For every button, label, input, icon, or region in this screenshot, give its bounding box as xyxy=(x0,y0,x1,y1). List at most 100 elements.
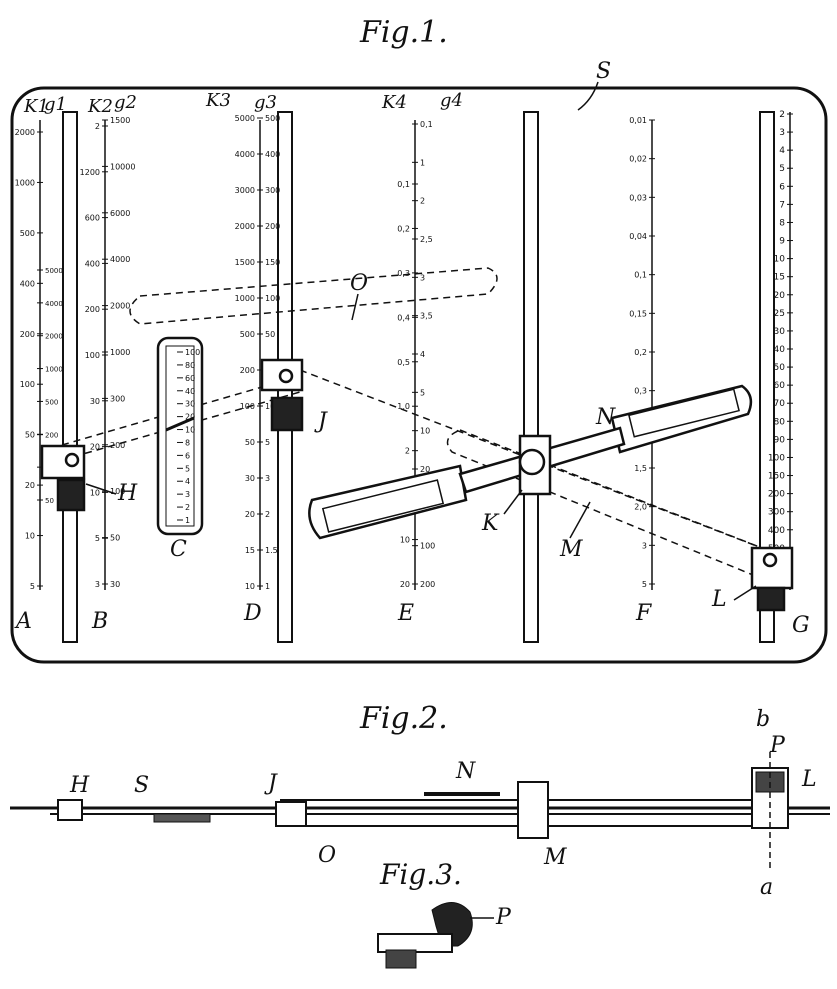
scale-tick-label: 0,4 xyxy=(397,313,410,322)
scale-tick-label: 4000 xyxy=(110,255,130,264)
scale-tick-label: 50 xyxy=(45,497,54,505)
scale-tick-label: 0,2 xyxy=(397,224,410,233)
scale-tick-label: 30 xyxy=(110,580,120,589)
leader-K xyxy=(503,489,523,515)
scale-tick-label: 0,3 xyxy=(634,387,647,396)
label-E: E xyxy=(397,601,414,626)
scale-tick-label: 100 xyxy=(185,348,200,357)
scale-tick-label: 300 xyxy=(768,508,785,518)
scale-tick-label: 20 xyxy=(245,510,255,519)
fig2-caption: Fig.2. xyxy=(359,701,448,736)
scale-tick-label: 3 xyxy=(420,273,425,282)
label-N: N xyxy=(595,405,616,430)
label-L: L xyxy=(711,587,727,612)
scale-tick-label: 20 xyxy=(420,465,430,474)
scale-tick-label: 1,5 xyxy=(634,464,647,473)
scale-tick-label: 150 xyxy=(768,472,785,482)
fig2-label-b: b xyxy=(756,707,770,732)
scale-tick-label: 8 xyxy=(779,218,785,228)
header-g4: g4 xyxy=(440,90,463,111)
scale-tick-label: 1200 xyxy=(80,168,100,177)
leader-M xyxy=(569,501,591,539)
scale-tick-label: 200 xyxy=(240,366,255,375)
fig3-caption: Fig.3. xyxy=(379,858,462,891)
scale-tick-label: 200 xyxy=(420,580,435,589)
scale-tick-label: 70 xyxy=(774,399,786,409)
scale-tick-label: 100 xyxy=(85,351,100,360)
scale-tick-label: 9 xyxy=(779,237,785,247)
scale-tick-label: 6 xyxy=(185,451,190,460)
scale-tick-label: 90 xyxy=(774,435,786,445)
fig2-label-a: a xyxy=(760,875,773,900)
scale-tick-label: 600 xyxy=(85,214,100,223)
label-C: C xyxy=(170,537,187,562)
leader-O xyxy=(351,293,359,321)
scale-tick-label: 3 xyxy=(185,490,190,499)
scale-tick-label: 20 xyxy=(25,481,35,490)
scale-tick-label: 6 xyxy=(779,182,785,192)
scale-tick-label: 2,5 xyxy=(420,235,433,244)
scale-tick-label: 1.5 xyxy=(265,546,278,555)
slider-J xyxy=(260,358,304,432)
scale-tick-label: 0,04 xyxy=(629,232,647,241)
scale-tick-label: 4000 xyxy=(235,150,255,159)
scale-tick-label: 0,01 xyxy=(629,116,647,125)
scale-tick-label: 30 xyxy=(245,474,255,483)
scale-tick-label: 30 xyxy=(774,327,786,337)
scale-tick-label: 3 xyxy=(265,474,270,483)
label-F: F xyxy=(635,601,652,626)
header-k1: K1 xyxy=(23,96,49,117)
scale-tick-label: 1000 xyxy=(235,294,255,303)
scale-tick-label: 400 xyxy=(20,279,35,288)
scale-tick-label: 80 xyxy=(774,417,786,427)
scale-tick-label: 0,3 xyxy=(397,269,410,278)
scale-tick-label: 20 xyxy=(185,413,195,422)
label-O: O xyxy=(350,271,368,296)
scale-tick-label: 500 xyxy=(20,229,35,238)
fig2-label-N: N xyxy=(455,759,476,784)
scale-tick-label: 10 xyxy=(265,402,275,411)
scale-tick-label: 0,2 xyxy=(634,348,647,357)
scale-tick-label: 2 xyxy=(95,122,100,131)
scale-tick-label: 2000 xyxy=(235,222,255,231)
scale-tick-label: 500 xyxy=(265,114,280,123)
scale-tick-label: 5 xyxy=(642,580,647,589)
scale-tick-label: 200 xyxy=(20,330,35,339)
scale-tick-label: 2000 xyxy=(15,128,35,137)
scale-tick-label: 100 xyxy=(265,294,280,303)
scale-tick-label: 30 xyxy=(90,397,100,406)
scale-tick-label: 1500 xyxy=(235,258,255,267)
scale-tick-label: 300 xyxy=(110,394,125,403)
scale-tick-label: 7 xyxy=(779,200,785,210)
scale-tick-label: 50 xyxy=(245,438,255,447)
rail-A xyxy=(62,111,78,643)
scale-tick-label: 400 xyxy=(85,259,100,268)
scale-tick-label: 4 xyxy=(420,350,425,359)
rail-E xyxy=(523,111,539,643)
scale-tick-label: 500 xyxy=(240,330,255,339)
scale-tick-label: 40 xyxy=(185,387,195,396)
scale-tick-label: 20 xyxy=(774,291,786,301)
slider-H xyxy=(40,444,86,512)
scale-tick-label: 4 xyxy=(779,146,785,156)
leader-L xyxy=(733,585,757,601)
scale-tick-label: 0,02 xyxy=(629,155,647,164)
scale-tick-label: 3 xyxy=(642,541,647,550)
scale-tick-label: 5000 xyxy=(235,114,255,123)
label-A: A xyxy=(14,609,32,634)
scale-tick-label: 1 xyxy=(185,516,190,525)
header-k2: K2 xyxy=(87,96,113,117)
leader-H xyxy=(85,483,117,495)
scale-tick-label: 0,1 xyxy=(634,271,647,280)
scale-tick-label: 60 xyxy=(185,374,195,383)
scale-tick-label: 20 xyxy=(90,443,100,452)
scale-tick-label: 1000 xyxy=(110,348,130,357)
scale-tick-label: 400 xyxy=(265,150,280,159)
slider-L xyxy=(750,546,794,612)
header-g1: g1 xyxy=(44,94,67,115)
scale-tick-label: 1,0 xyxy=(397,402,410,411)
scale-tick-label: 2 xyxy=(405,447,410,456)
